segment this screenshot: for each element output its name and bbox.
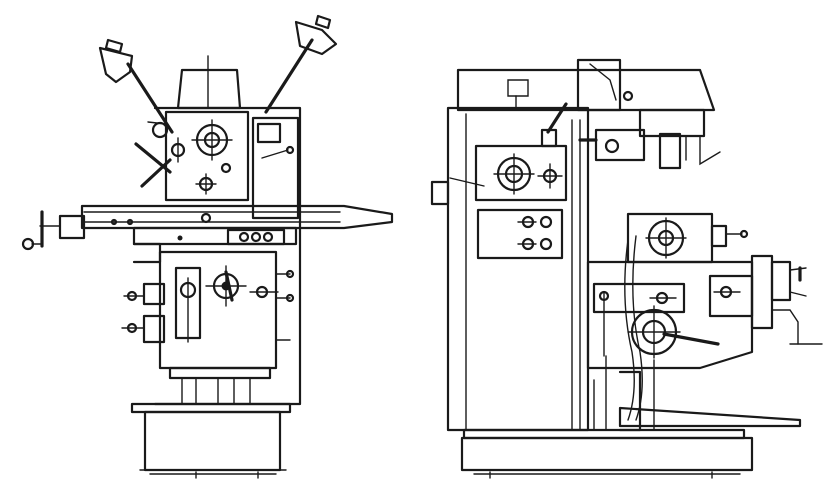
front-saddle: [132, 226, 298, 264]
side-control-panel: [476, 208, 564, 260]
front-screws: [168, 366, 272, 405]
front-levers: [134, 121, 172, 188]
front-table: [21, 204, 394, 251]
side-cranks: [750, 254, 823, 345]
side-knee: [586, 260, 754, 370]
side-column: [430, 106, 590, 432]
front-knee: [121, 250, 295, 370]
front-column: [153, 106, 302, 406]
front-view: [21, 14, 394, 479]
side-base: [460, 406, 802, 479]
front-head: [164, 55, 250, 202]
side-overarm: [456, 58, 721, 170]
side-head: [449, 102, 646, 202]
side-screws: [593, 355, 655, 432]
front-base: [130, 402, 292, 479]
side-saddle: [626, 212, 749, 264]
side-view: [430, 58, 823, 479]
front-lamps: [98, 14, 338, 134]
